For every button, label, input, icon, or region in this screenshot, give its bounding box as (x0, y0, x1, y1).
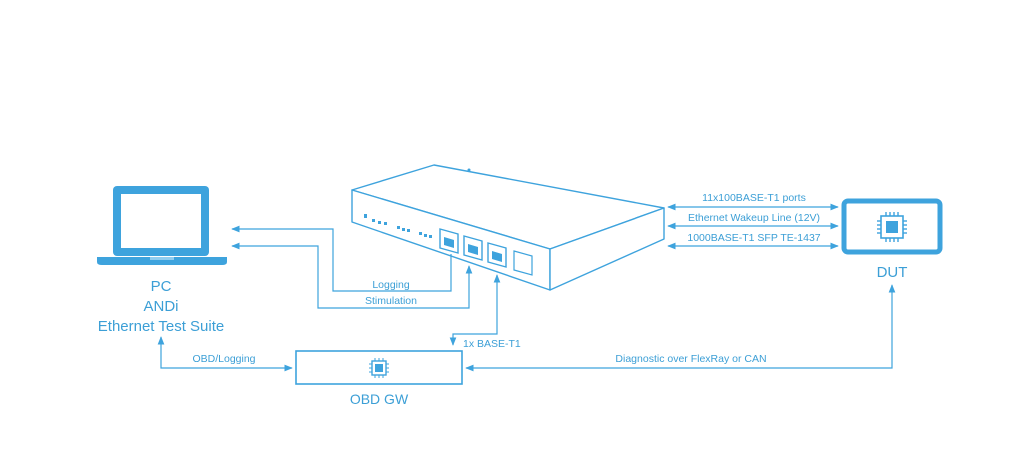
ports-11x-label: 11x100BASE-T1 ports (702, 192, 806, 204)
diagnostic-connection (465, 284, 896, 372)
pc-suite-label: Ethernet Test Suite (98, 318, 224, 335)
pc-software-label: ANDi (143, 298, 178, 315)
ethernet-switch-device (351, 164, 665, 291)
rj45-port-2 (463, 235, 483, 261)
logging-label: Logging (372, 279, 410, 291)
stimulation-connection (231, 242, 473, 309)
wakeup-label: Ethernet Wakeup Line (12V) (688, 212, 820, 224)
rj45-port-1 (439, 228, 459, 254)
stimulation-label: Stimulation (365, 295, 417, 307)
obd-logging-label: OBD/Logging (192, 353, 255, 365)
pc-label: PC (151, 278, 172, 295)
base-t1-label: 1x BASE-T1 (463, 338, 521, 350)
laptop-icon (97, 186, 227, 265)
obd-logging-connection (157, 336, 293, 372)
base-t1-connection (449, 274, 501, 346)
sfp-slot (513, 250, 533, 276)
rj45-port-3 (487, 242, 507, 268)
diagnostic-label: Diagnostic over FlexRay or CAN (615, 353, 766, 365)
dut-label: DUT (877, 264, 908, 281)
obd-gw-label: OBD GW (350, 391, 409, 407)
obd-gateway-device (295, 350, 463, 385)
chip-icon (877, 212, 907, 242)
dut-device (841, 198, 943, 255)
sfp-label: 1000BASE-T1 SFP TE-1437 (687, 232, 820, 244)
chip-icon (369, 358, 389, 378)
